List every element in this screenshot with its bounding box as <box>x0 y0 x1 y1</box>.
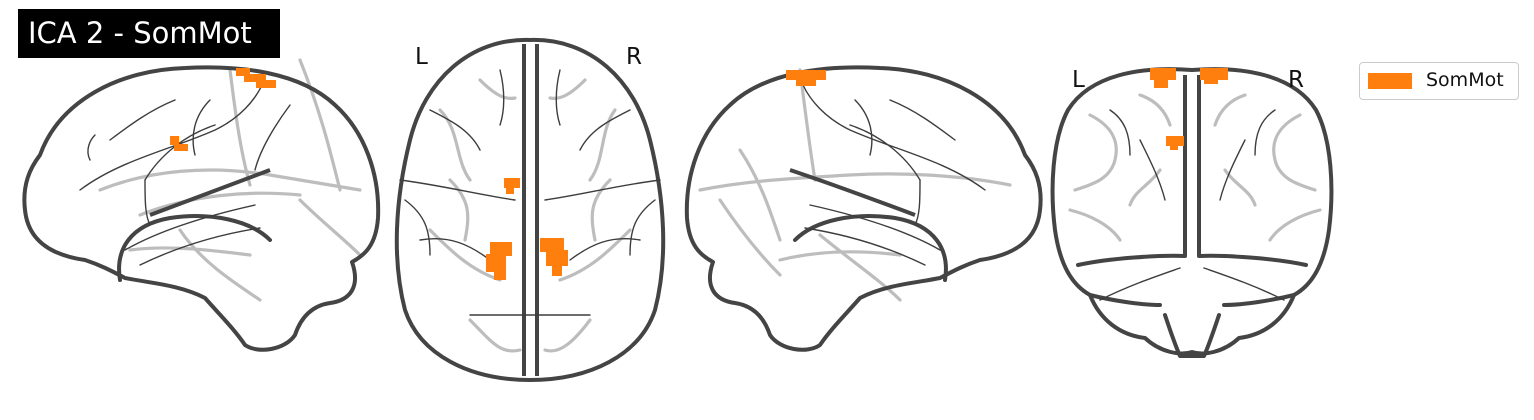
sagittal-view-left <box>22 58 381 352</box>
legend-label: SomMot <box>1426 69 1504 91</box>
figure-title: ICA 2 - SomMot <box>18 9 280 58</box>
axial-view <box>394 37 666 382</box>
legend: SomMot <box>1359 62 1519 100</box>
orientation-label-right-coronal: R <box>1288 67 1304 93</box>
orientation-label-right-axial: R <box>626 44 642 70</box>
legend-swatch <box>1368 73 1412 89</box>
activation-cluster <box>486 178 568 280</box>
coronal-view <box>1050 67 1334 358</box>
activation-cluster <box>170 68 276 151</box>
sagittal-view-right <box>684 65 1043 352</box>
orientation-label-left-axial: L <box>415 44 428 70</box>
orientation-label-left-coronal: L <box>1072 67 1085 93</box>
activation-cluster <box>1150 68 1228 150</box>
activation-cluster <box>786 70 826 86</box>
